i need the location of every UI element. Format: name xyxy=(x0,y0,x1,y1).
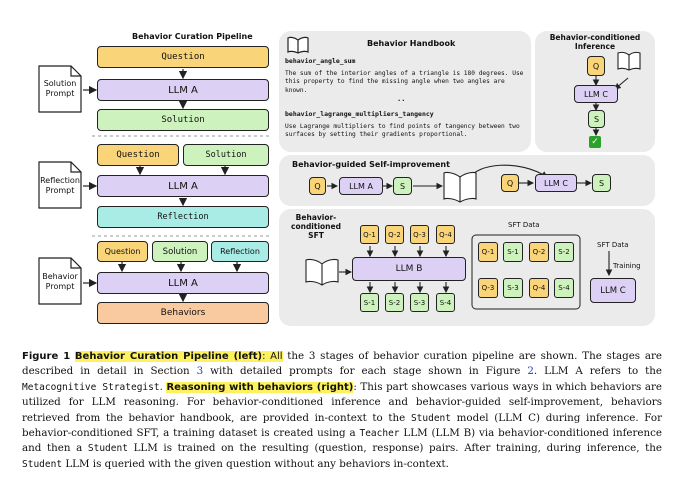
self-improvement-q-box: Q xyxy=(309,177,326,195)
sft-q1-box: Q-1 xyxy=(360,225,379,244)
sft-panel xyxy=(279,209,655,326)
caption-text-7: LLM (LLM B) via behavior-conditioned inf… xyxy=(22,427,662,455)
book-icon xyxy=(287,36,309,54)
sft-connectors xyxy=(305,234,613,310)
caption-student-1: Student xyxy=(410,412,451,424)
figure-caption: Figure 1 Behavior Curation Pipeline (lef… xyxy=(22,349,662,472)
stage3-question-box: Question xyxy=(97,241,148,262)
caption-metacognitive: Metacognitive Strategist xyxy=(22,381,160,393)
inference-connectors xyxy=(592,51,641,137)
caption-section-ref[interactable]: 3 xyxy=(196,365,204,378)
stage1-llm-a-box: LLM A xyxy=(97,79,269,101)
caption-text-1: the 3 stages of behavior curation pipeli… xyxy=(22,350,662,378)
sft-grid-s1: S-1 xyxy=(503,242,523,262)
stage2-question-box: Question xyxy=(97,144,179,166)
self-improvement-s2-box: S xyxy=(592,174,611,192)
caption-text-3: . LLM A refers to the xyxy=(533,365,662,378)
handbook-entry2-name: behavior_lagrange_multipliers_tangency xyxy=(285,110,434,118)
caption-text-8: LLM is trained on the resulting (questio… xyxy=(127,442,662,455)
inference-llm-c-box: LLM C xyxy=(574,85,618,103)
sft-grid-q1: Q-1 xyxy=(478,242,498,262)
caption-student-2: Student xyxy=(87,443,128,455)
handbook-title: Behavior Handbook xyxy=(367,39,456,48)
caption-student-3: Student xyxy=(22,458,63,470)
sft-s4-box: S-4 xyxy=(436,293,455,312)
stage2-llm-a-box: LLM A xyxy=(97,175,269,197)
stage1-solution-box: Solution xyxy=(97,109,269,131)
reflection-prompt-doc-icon xyxy=(38,161,82,209)
sft-s2-box: S-2 xyxy=(385,293,404,312)
inference-q-box: Q xyxy=(587,56,605,76)
reflection-prompt-label: Reflection Prompt xyxy=(40,176,80,195)
solution-prompt-label: Solution Prompt xyxy=(43,79,77,98)
sft-s3-box: S-3 xyxy=(410,293,429,312)
caption-highlight-right: Reasoning with behaviors (right) xyxy=(166,381,354,393)
self-improvement-title: Behavior-guided Self-improvement xyxy=(292,160,450,169)
sft-grid-q4: Q-4 xyxy=(529,278,549,298)
sft-q2-box: Q-2 xyxy=(385,225,404,244)
caption-figure-number: Figure 1 xyxy=(22,351,71,362)
sft-grid-q3: Q-3 xyxy=(478,278,498,298)
training-label: Training xyxy=(613,262,641,270)
stage2-reflection-box: Reflection xyxy=(97,206,269,228)
solution-prompt-doc-icon xyxy=(38,65,82,113)
sft-llm-c-box: LLM C xyxy=(590,278,636,303)
stage3-llm-a-box: LLM A xyxy=(97,272,269,294)
sft-grid-q2: Q-2 xyxy=(529,242,549,262)
caption-text-5: : This part showcases various ways in wh… xyxy=(22,380,663,424)
caption-teacher: Teacher xyxy=(359,428,400,440)
handbook-panel xyxy=(279,31,531,152)
caption-text-4: . xyxy=(159,380,167,393)
pipeline-connectors xyxy=(83,69,272,303)
handbook-ellipsis: .. xyxy=(397,95,406,103)
self-improvement-q2-box: Q xyxy=(501,174,519,192)
self-improvement-llm-c-box: LLM C xyxy=(535,174,577,192)
handbook-entry1-text: The sum of the interior angles of a tria… xyxy=(285,70,524,94)
stage1-question-box: Question xyxy=(97,46,269,68)
caption-text-6: model (LLM C) during inference. For beha… xyxy=(22,411,663,440)
caption-figure-ref[interactable]: 2 xyxy=(527,365,534,378)
sft-data-label: SFT Data xyxy=(508,221,540,229)
sft-grid-s2: S-2 xyxy=(554,242,574,262)
stage3-behaviors-box: Behaviors xyxy=(97,302,269,324)
sft-llm-b-box: LLM B xyxy=(352,257,466,281)
self-improvement-llm-a-box: LLM A xyxy=(339,177,383,195)
sft-data-label-2: SFT Data xyxy=(597,241,629,249)
behavior-prompt-doc-icon xyxy=(38,257,82,305)
sft-grid-s3: S-3 xyxy=(503,278,523,298)
stage3-solution-box: Solution xyxy=(152,241,208,262)
sft-s1-box: S-1 xyxy=(360,293,379,312)
pipeline-title: Behavior Curation Pipeline xyxy=(132,32,253,41)
self-improvement-s-box: S xyxy=(393,177,412,195)
check-mark-icon: ✓ xyxy=(589,136,601,148)
handbook-entry2-text: Use Lagrange multipliers to find points … xyxy=(285,123,520,139)
caption-highlight-left: Behavior Curation Pipeline (left) xyxy=(74,351,263,362)
stage2-solution-box: Solution xyxy=(183,144,269,166)
inference-s-box: S xyxy=(588,110,605,128)
stage3-reflection-box: Reflection xyxy=(211,241,269,262)
self-improvement-connectors xyxy=(327,164,593,203)
caption-all: : All xyxy=(262,351,283,362)
caption-text-2: with detailed prompts for each stage sho… xyxy=(203,365,528,378)
sft-q3-box: Q-3 xyxy=(410,225,429,244)
sft-grid-s4: S-4 xyxy=(554,278,574,298)
sft-q4-box: Q-4 xyxy=(436,225,455,244)
handbook-entry1-name: behavior_angle_sum xyxy=(285,57,356,65)
sft-title: Behavior-conditioned SFT xyxy=(291,213,341,240)
inference-title: Behavior-conditioned Inference xyxy=(549,33,641,51)
behavior-prompt-label: Behavior Prompt xyxy=(42,272,78,291)
caption-text-9: LLM is queried with the given question w… xyxy=(62,457,449,470)
